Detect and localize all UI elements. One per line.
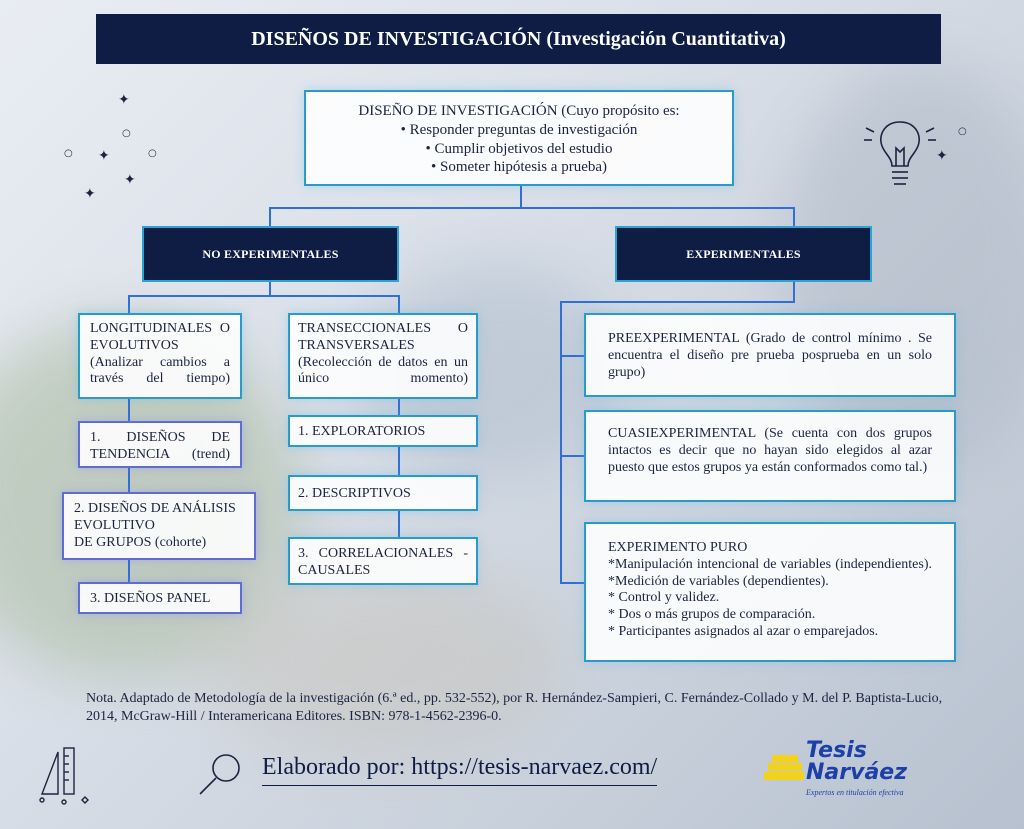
longitudinal-item-text: 2. DISEÑOS DE ANÁLISIS EVOLUTIVO DE GRUP… [74,501,236,550]
transeccional-item-text: 3. CORRELACIONALES - CAUSALES [298,546,468,578]
root-box: DISEÑO DE INVESTIGACIÓN (Cuyo propósito … [304,90,734,186]
sparkle-icon: ✦ [936,148,948,164]
preexperimental-box: PREEXPERIMENTAL (Grado de control mínimo… [584,313,956,397]
connector [128,295,400,297]
connector [128,468,130,492]
circle-icon: ○ [958,126,967,137]
connector [128,399,130,421]
longitudinal-item-text: 3. DISEÑOS PANEL [90,591,211,606]
connector [560,301,562,583]
connector [398,399,400,415]
citation-note: Nota. Adaptado de Metodología de la inve… [86,691,943,724]
circle-icon: ○ [122,128,131,139]
experimento-puro-line: * Control y validez. [608,590,720,606]
longitudinales-box: LONGITUDINALES O EVOLUTIVOS (Analizar ca… [78,313,242,399]
experimento-puro-line: * Participantes asignados al azar o empa… [608,623,879,639]
page-title: DISEÑOS DE INVESTIGACIÓN (Investigación … [96,14,941,64]
books-icon [764,755,804,780]
experimento-puro-box: EXPERIMENTO PURO *Manipulación intencion… [584,522,956,662]
transeccional-item-1: 1. EXPLORATORIOS [288,415,478,447]
connector [269,207,271,227]
transeccional-item-text: 2. DESCRIPTIVOS [298,486,411,501]
connector [128,295,130,313]
background-blur-bottom [200,560,560,760]
preexperimental-text: PREEXPERIMENTAL (Grado de control mínimo… [608,331,932,380]
no-experimentales-header: NO EXPERIMENTALES [142,226,399,282]
magnifier-icon [199,754,240,795]
longitudinal-item-3: 3. DISEÑOS PANEL [78,582,242,614]
circle-icon: ○ [148,148,157,159]
geometry-tools-icon [39,747,89,805]
connector [269,282,271,296]
connector [269,207,795,209]
lightbulb-icon [864,121,936,185]
connector [793,207,795,227]
connector [128,560,130,582]
transeccionales-text: TRANSECCIONALES O TRANSVERSALES (Recolec… [298,321,468,387]
experimento-puro-line: * Dos o más grupos de comparación. [608,607,816,623]
transeccional-item-2: 2. DESCRIPTIVOS [288,475,478,511]
experimentales-label: EXPERIMENTALES [686,246,801,261]
transeccionales-box: TRANSECCIONALES O TRANSVERSALES (Recolec… [288,313,478,399]
credit-link[interactable]: Elaborado por: https://tesis-narvaez.com… [262,754,658,786]
cuasiexperimental-text: CUASIEXPERIMENTAL (Se cuenta con dos gru… [608,426,932,475]
logo-tagline: Expertos en titulación efectiva [806,788,904,797]
logo-line-1: Tesis [806,738,867,763]
connector [560,582,584,584]
experimento-puro-title: EXPERIMENTO PURO [608,540,748,555]
transeccional-item-3: 3. CORRELACIONALES - CAUSALES [288,537,478,585]
longitudinal-item-text: 1. DISEÑOS DE TENDENCIA (trend) [90,430,230,462]
connector [398,295,400,313]
cuasiexperimental-box: CUASIEXPERIMENTAL (Se cuenta con dos gru… [584,410,956,502]
connector [560,455,584,457]
connector [560,355,584,357]
connector [398,447,400,475]
brand-logo: Tesis Narváez Expertos en titulación efe… [756,738,916,800]
longitudinales-text: LONGITUDINALES O EVOLUTIVOS (Analizar ca… [90,321,230,387]
logo-line-2: Narváez [806,760,908,785]
sparkle-icon: ✦ [98,148,110,164]
experimento-puro-line: *Manipulación intencional de variables (… [608,556,932,572]
sparkle-icon: ✦ [118,92,130,108]
connector [793,282,795,302]
root-text: DISEÑO DE INVESTIGACIÓN (Cuyo propósito … [358,103,680,176]
page-title-text: DISEÑOS DE INVESTIGACIÓN (Investigación … [251,27,786,50]
longitudinal-item-2: 2. DISEÑOS DE ANÁLISIS EVOLUTIVO DE GRUP… [62,492,256,560]
connector [560,301,795,303]
longitudinal-item-1: 1. DISEÑOS DE TENDENCIA (trend) [78,421,242,468]
circle-icon: ○ [64,148,73,159]
transeccional-item-text: 1. EXPLORATORIOS [298,424,426,439]
sparkle-icon: ✦ [84,186,96,202]
sparkle-icon: ✦ [124,172,136,188]
no-experimentales-label: NO EXPERIMENTALES [202,246,339,261]
experimentales-header: EXPERIMENTALES [615,226,872,282]
connector [398,511,400,537]
connector [520,186,522,208]
experimento-puro-line: *Medición de variables (dependientes). [608,573,829,589]
